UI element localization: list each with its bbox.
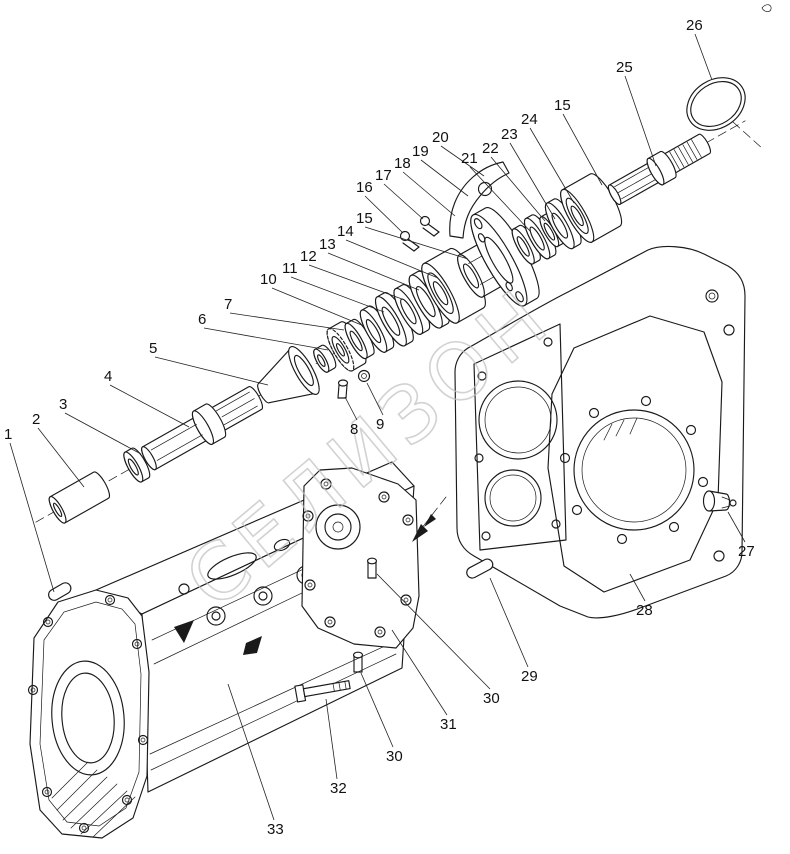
callout-10: 10 [260,271,277,288]
callout-31: 31 [440,716,457,733]
o-ring-part-26 [686,77,746,131]
callout-26: 26 [686,17,703,34]
callout-8: 8 [350,421,358,438]
callout-18: 18 [394,155,411,172]
callout-22: 22 [482,140,499,157]
plug-part-27 [702,490,737,512]
callout-15b: 15 [356,210,373,227]
bolt-part-32 [294,680,351,703]
callout-4: 4 [104,368,112,385]
callout-13: 13 [319,236,336,253]
callout-17: 17 [375,167,392,184]
callout-19: 19 [412,143,429,160]
callout-30a: 30 [483,690,500,707]
callout-11: 11 [282,260,298,277]
corner-mark [761,4,772,12]
screw-part-17 [419,215,440,237]
callout-20: 20 [432,129,449,146]
leader-lines [9,33,746,821]
right-housing-part-28 [454,245,746,619]
callout-12: 12 [300,248,317,265]
callout-3: 3 [59,396,67,413]
roller-part-1 [48,582,72,601]
callout-25: 25 [616,59,633,76]
axis-extension [732,121,764,150]
washer-part-9 [357,369,371,383]
callout-27: 27 [738,543,755,560]
callout-9: 9 [376,416,384,433]
section-arrow [412,496,447,542]
callout-33: 33 [267,821,284,838]
callout-28: 28 [636,602,653,619]
callout-6: 6 [198,311,206,328]
callout-29: 29 [521,668,538,685]
pin-part-29 [466,558,494,579]
shaft-assembly [35,120,746,524]
bolt-part-8 [337,379,349,399]
callout-1: 1 [4,426,12,443]
callout-32: 32 [330,780,347,797]
stud-part-30-upper [366,557,378,579]
callout-14: 14 [337,223,354,240]
callout-16: 16 [356,179,373,196]
callout-21: 21 [461,150,478,167]
callout-2: 2 [32,411,40,428]
callout-15a: 15 [554,97,571,114]
callout-23: 23 [501,126,518,143]
callout-labels: 26 25 15 24 23 22 21 20 19 18 17 16 15 1… [4,17,755,838]
screw-part-16 [399,230,420,252]
callout-30b: 30 [386,748,403,765]
callout-24: 24 [521,111,538,128]
callout-5: 5 [149,340,157,357]
stud-part-30-lower [352,651,364,673]
cover-plate-part-31 [301,467,420,649]
callout-7: 7 [224,296,232,313]
